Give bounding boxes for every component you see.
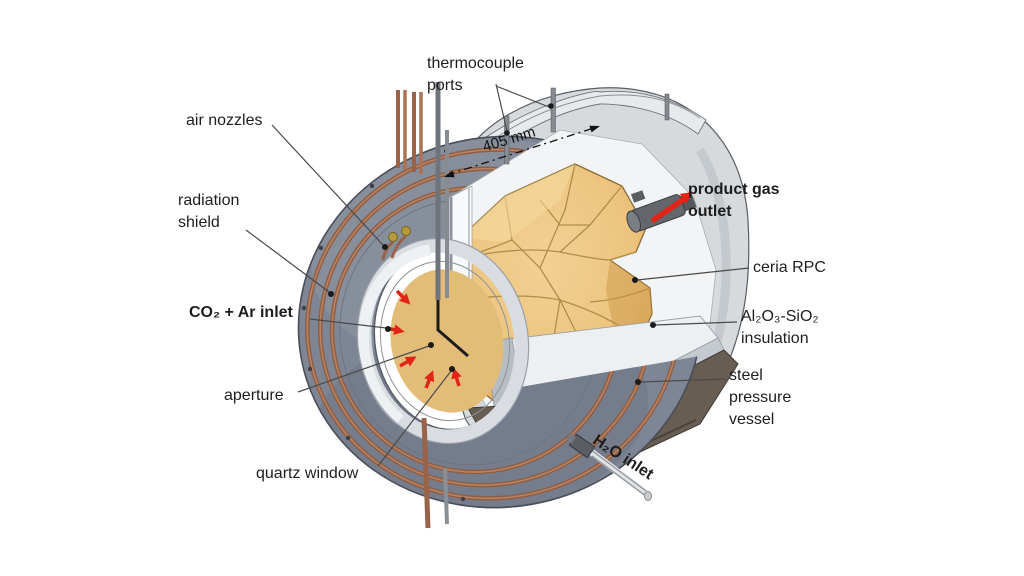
label-line: ceria RPC xyxy=(753,259,826,276)
thermocouple-rods xyxy=(504,87,670,165)
label-thermocouple-ports: thermocouple ports xyxy=(427,53,524,97)
label-line: CO₂ + Ar inlet xyxy=(189,304,293,321)
label-aperture: aperture xyxy=(224,385,284,407)
label-line: Al₂O₃-SiO₂ xyxy=(741,308,819,325)
label-line: pressure xyxy=(729,389,792,407)
label-ceria-rpc: ceria RPC xyxy=(753,257,826,279)
label-line: radiation xyxy=(178,192,240,209)
label-line: insulation xyxy=(741,330,809,348)
pipes-and-rods xyxy=(381,82,670,529)
label-line: ports xyxy=(427,77,463,95)
aperture-quartz-window xyxy=(356,237,530,445)
label-air-nozzles: air nozzles xyxy=(186,110,262,132)
leader-lines xyxy=(245,83,750,467)
label-line: quartz window xyxy=(256,465,359,482)
leader-dots xyxy=(328,103,656,385)
label-line: product gas xyxy=(688,181,780,198)
label-line: aperture xyxy=(224,387,284,404)
dimension-line-405mm xyxy=(444,125,600,178)
label-steel-pressure-vessel: steel pressure vessel xyxy=(729,365,791,431)
solar-flux-arrows xyxy=(385,289,462,389)
label-product-gas-outlet: product gas outlet xyxy=(688,179,780,223)
label-line: shield xyxy=(178,214,220,232)
label-al2o3-sio2-insulation: Al₂O₃-SiO₂ insulation xyxy=(741,306,819,350)
label-radiation-shield: radiation shield xyxy=(178,190,239,234)
label-co2-ar-inlet: CO₂ + Ar inlet xyxy=(189,302,293,324)
product-gas-arrow xyxy=(650,192,693,224)
h2o-inlet-pipe xyxy=(565,432,652,501)
label-line: steel xyxy=(729,367,763,384)
label-line: air nozzles xyxy=(186,112,263,129)
label-line: outlet xyxy=(688,203,732,221)
label-line: thermocouple xyxy=(427,55,524,72)
label-quartz-window: quartz window xyxy=(256,463,358,485)
label-line: vessel xyxy=(729,411,775,429)
product-gas-outlet-port xyxy=(626,190,697,233)
